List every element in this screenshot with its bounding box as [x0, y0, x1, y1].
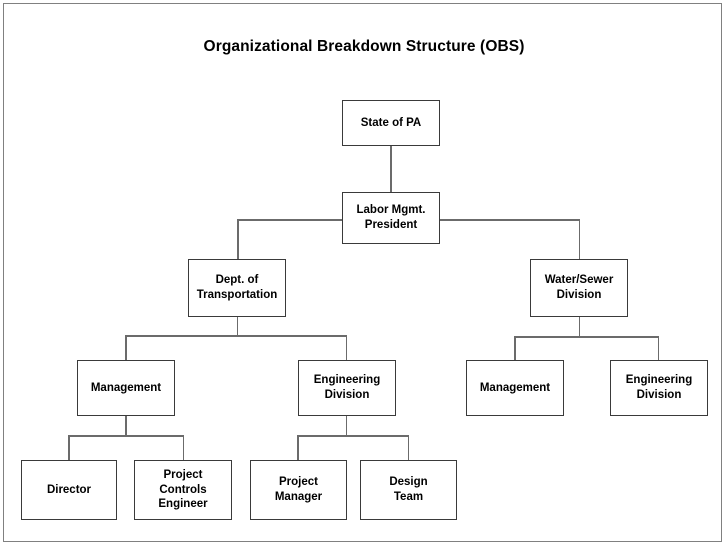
connector-president-right-horizontal — [439, 219, 580, 221]
connector-dot-bus — [125, 335, 347, 337]
org-node-water-sewer-division[interactable]: Water/Sewer Division — [530, 259, 628, 317]
connector-president-left-horizontal — [237, 219, 343, 221]
org-node-project-controls-engineer[interactable]: Project Controls Engineer — [134, 460, 232, 520]
connector-president-right-drop — [578, 219, 581, 259]
org-node-project-manager[interactable]: Project Manager — [250, 460, 347, 520]
org-node-ws-management[interactable]: Management — [466, 360, 564, 416]
connector-state-of-pa-to-labor-mgmt-president — [390, 146, 392, 192]
org-node-ws-engineering-division[interactable]: Engineering Division — [610, 360, 708, 416]
org-node-design-team[interactable]: Design Team — [360, 460, 457, 520]
org-node-labor-mgmt-president[interactable]: Labor Mgmt. President — [342, 192, 440, 244]
connector-engineering-to-project-manager — [297, 435, 299, 460]
connector-dot-to-management — [125, 335, 127, 360]
org-node-dot-management[interactable]: Management — [77, 360, 175, 416]
connector-president-left-drop — [237, 219, 239, 259]
org-node-state-of-pa[interactable]: State of PA — [342, 100, 440, 146]
org-node-director[interactable]: Director — [21, 460, 117, 520]
connector-ws-to-engineering-division — [657, 336, 660, 360]
connector-management-to-project-controls-engineer — [182, 435, 185, 460]
connector-ws-bus — [514, 336, 659, 338]
org-node-dot-engineering-division[interactable]: Engineering Division — [298, 360, 396, 416]
org-node-dept-of-transportation[interactable]: Dept. of Transportation — [188, 259, 286, 317]
connector-dot-to-engineering-division — [345, 335, 348, 360]
connector-dot-management-bus — [68, 435, 184, 437]
connector-dot-management-stem — [125, 416, 127, 436]
connector-dot-engineering-stem — [345, 416, 348, 436]
connector-dot-engineering-bus — [297, 435, 409, 437]
page-title: Organizational Breakdown Structure (OBS) — [203, 38, 525, 55]
connector-management-to-director — [68, 435, 70, 460]
connector-dot-stem — [236, 317, 239, 336]
connector-ws-stem — [578, 317, 581, 337]
connector-ws-to-management — [514, 336, 516, 360]
connector-engineering-to-design-team — [407, 435, 410, 460]
